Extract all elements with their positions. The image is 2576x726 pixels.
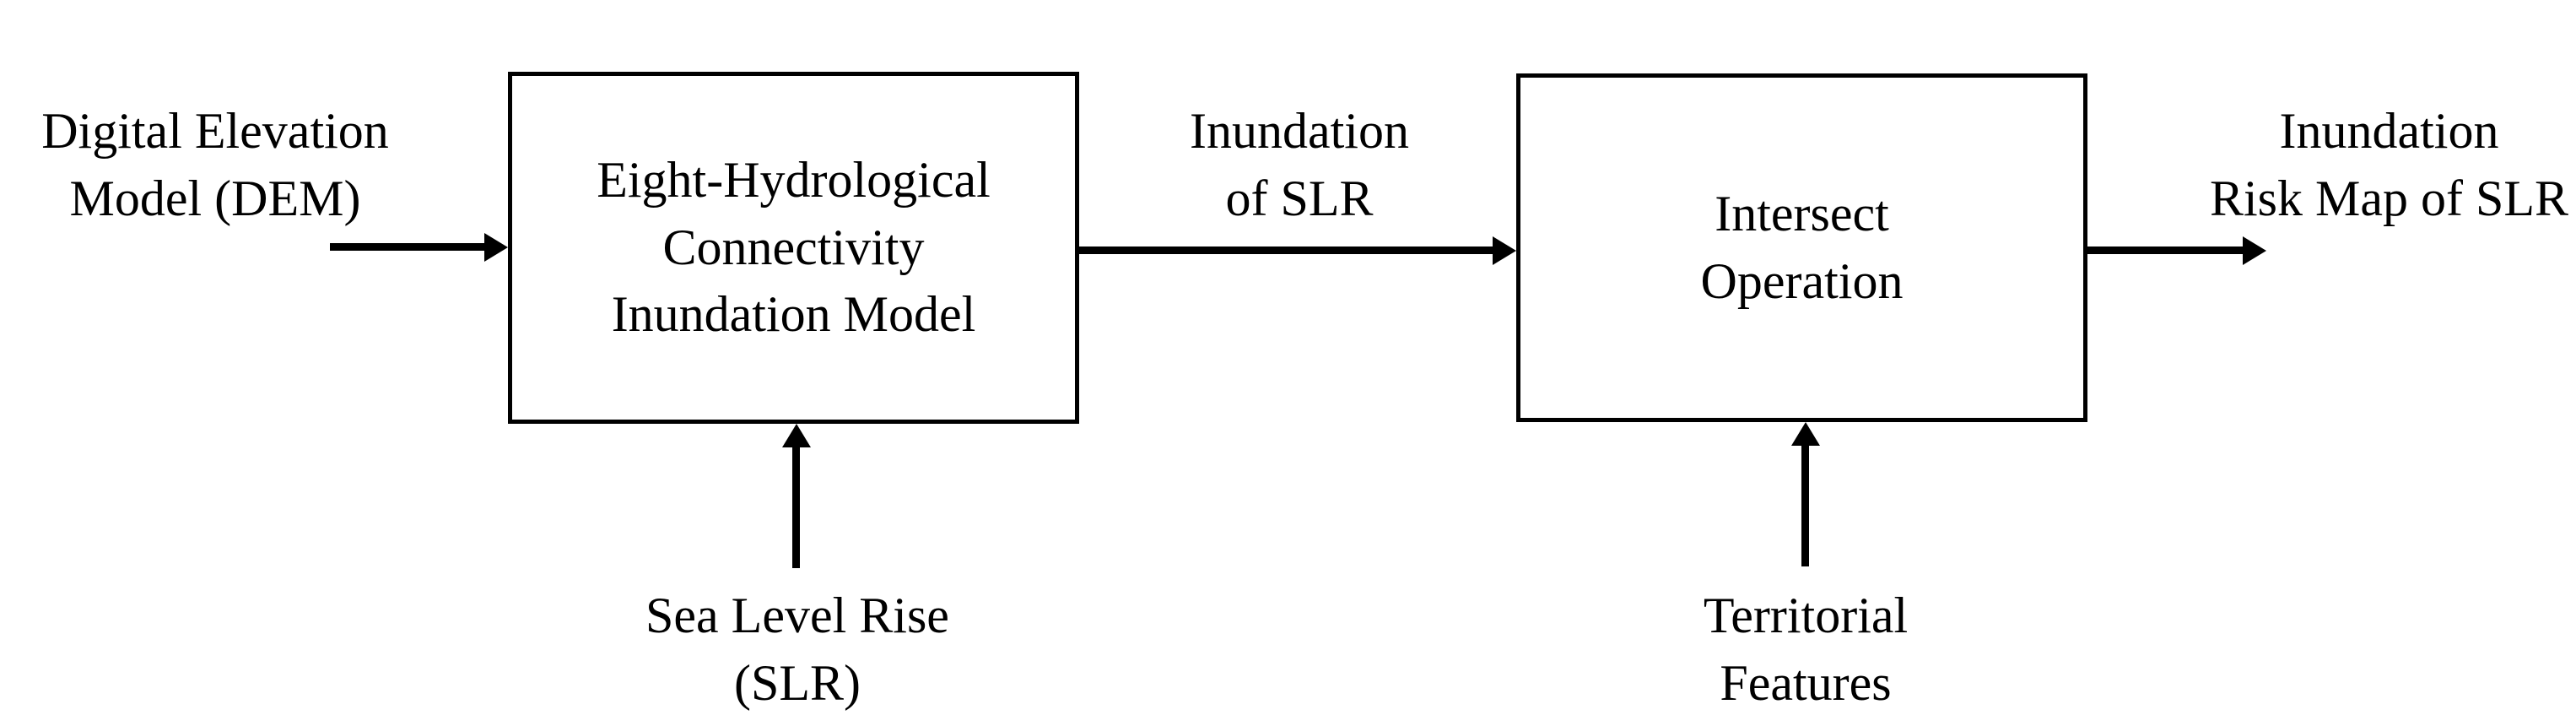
input-label-territorial-features-line2: Features — [1720, 654, 1892, 711]
flow-label-inundation-of-slr-line2: of SLR — [1225, 170, 1374, 226]
arrow-dem-to-model-icon — [330, 243, 486, 251]
input-label-sea-level-rise-line1: Sea Level Rise — [645, 588, 949, 643]
output-label-inundation-risk-map-line1: Inundation — [2279, 103, 2499, 159]
process-box-inundation-model[interactable]: Eight-Hydrological Connectivity Inundati… — [508, 72, 1079, 424]
input-label-sea-level-rise: Sea Level Rise (SLR) — [548, 582, 1046, 718]
process-box-inundation-model-line2: Connectivity — [662, 219, 925, 275]
arrow-intersect-to-risk-map-icon — [2087, 247, 2244, 254]
input-label-dem-line2: Model (DEM) — [69, 170, 361, 226]
process-box-intersect-operation[interactable]: Intersect Operation — [1516, 73, 2087, 422]
input-label-dem: Digital Elevation Model (DEM) — [0, 98, 430, 233]
input-label-territorial-features: Territorial Features — [1561, 582, 2050, 718]
arrow-territorial-features-to-intersect-icon — [1801, 444, 1809, 566]
output-label-inundation-risk-map: Inundation Risk Map of SLR — [2202, 98, 2576, 233]
input-label-dem-line1: Digital Elevation — [41, 103, 389, 159]
process-box-inundation-model-line3: Inundation Model — [611, 286, 976, 343]
arrow-model-to-intersect-icon — [1079, 247, 1494, 254]
output-label-inundation-risk-map-line2: Risk Map of SLR — [2209, 170, 2569, 226]
process-box-intersect-operation-line2: Operation — [1700, 252, 1904, 309]
input-label-territorial-features-line1: Territorial — [1703, 588, 1909, 643]
arrow-sea-level-rise-to-model-icon — [792, 446, 800, 568]
input-label-sea-level-rise-line2: (SLR) — [734, 654, 861, 711]
flow-label-inundation-of-slr-line1: Inundation — [1190, 103, 1409, 159]
process-box-inundation-model-line1: Eight-Hydrological — [597, 151, 991, 208]
process-box-intersect-operation-line1: Intersect — [1715, 185, 1889, 241]
flow-label-inundation-of-slr: Inundation of SLR — [1097, 98, 1502, 233]
